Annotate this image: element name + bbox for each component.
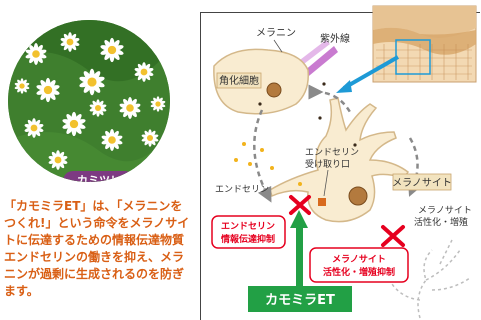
melanocyte-suppress-line2: 活性化・増殖抑制 xyxy=(323,266,395,278)
keratinocyte-nucleus xyxy=(266,82,282,98)
melanocyte-suppress-line1: メラノサイト xyxy=(332,254,386,265)
endothelin-flow-arrow xyxy=(253,109,272,203)
endothelin-suppress-line2: 情報伝達抑制 xyxy=(220,233,275,245)
mechanism-diagram-frame xyxy=(200,12,480,320)
endothelin-label: エンドセリン xyxy=(215,184,269,195)
chamomile-flower xyxy=(141,129,159,147)
endothelin-receptor-label: エンドセリン xyxy=(305,147,359,158)
product-description: 「カモミラET」は、「メラニンをつくれ!」という命令をメラノサイトに伝達するため… xyxy=(4,199,190,298)
endothelin-suppress-line1: エンドセリン xyxy=(221,221,275,232)
melanocyte-label: メラノサイト xyxy=(392,177,452,189)
chamomile-flower xyxy=(150,96,166,112)
chamomile-photo: カミツレ xyxy=(8,20,170,182)
melanocyte-activation-label-line2: 活性化・増殖 xyxy=(414,216,468,228)
keratinocyte-label: 角化細胞 xyxy=(219,74,259,87)
chamomile-flowers-image xyxy=(8,20,170,182)
chamomile-flower xyxy=(100,37,124,63)
suppress-x-mark xyxy=(289,195,405,247)
chamomile-flower xyxy=(134,62,154,82)
endothelin-dots xyxy=(234,142,302,186)
endothelin-suppress-box: エンドセリン 情報伝達抑制 xyxy=(211,215,286,249)
chamomile-flower xyxy=(79,68,105,96)
melanocyte-cell xyxy=(269,97,410,223)
uv-label: 紫外線 xyxy=(320,32,350,45)
chamomile-flower xyxy=(36,77,60,103)
faded-melanocyte xyxy=(391,239,471,319)
chamomile-flower xyxy=(119,97,141,119)
endothelin-receptor-label-line2: 受け取り口 xyxy=(305,158,350,170)
product-arrow xyxy=(290,210,308,286)
chamomile-flower xyxy=(89,99,107,117)
endothelin-receptor xyxy=(318,198,326,206)
chamomile-flower xyxy=(60,32,80,52)
melanin-label: メラニン xyxy=(256,27,296,39)
chamomile-flower xyxy=(24,118,44,138)
chamomile-flower xyxy=(14,78,30,94)
chamomile-flower xyxy=(101,129,123,151)
chamomile-flower xyxy=(48,150,68,170)
zoom-arrow xyxy=(343,55,399,90)
photo-caption-badge: カミツレ xyxy=(63,171,135,182)
melanocyte-nucleus xyxy=(348,186,368,206)
melanin-transfer-arrow xyxy=(308,84,352,113)
skin-cross-section-inset xyxy=(372,5,477,83)
melanocyte-activation-label: メラノサイト xyxy=(418,205,472,216)
melanocyte-suppress-box: メラノサイト 活性化・増殖抑制 xyxy=(309,247,409,283)
zoom-arrow-head xyxy=(336,80,352,93)
product-name-box xyxy=(248,286,352,312)
chamomile-flower xyxy=(62,111,86,137)
product-name: カモミラET xyxy=(265,293,335,308)
chamomile-flower xyxy=(25,43,47,65)
